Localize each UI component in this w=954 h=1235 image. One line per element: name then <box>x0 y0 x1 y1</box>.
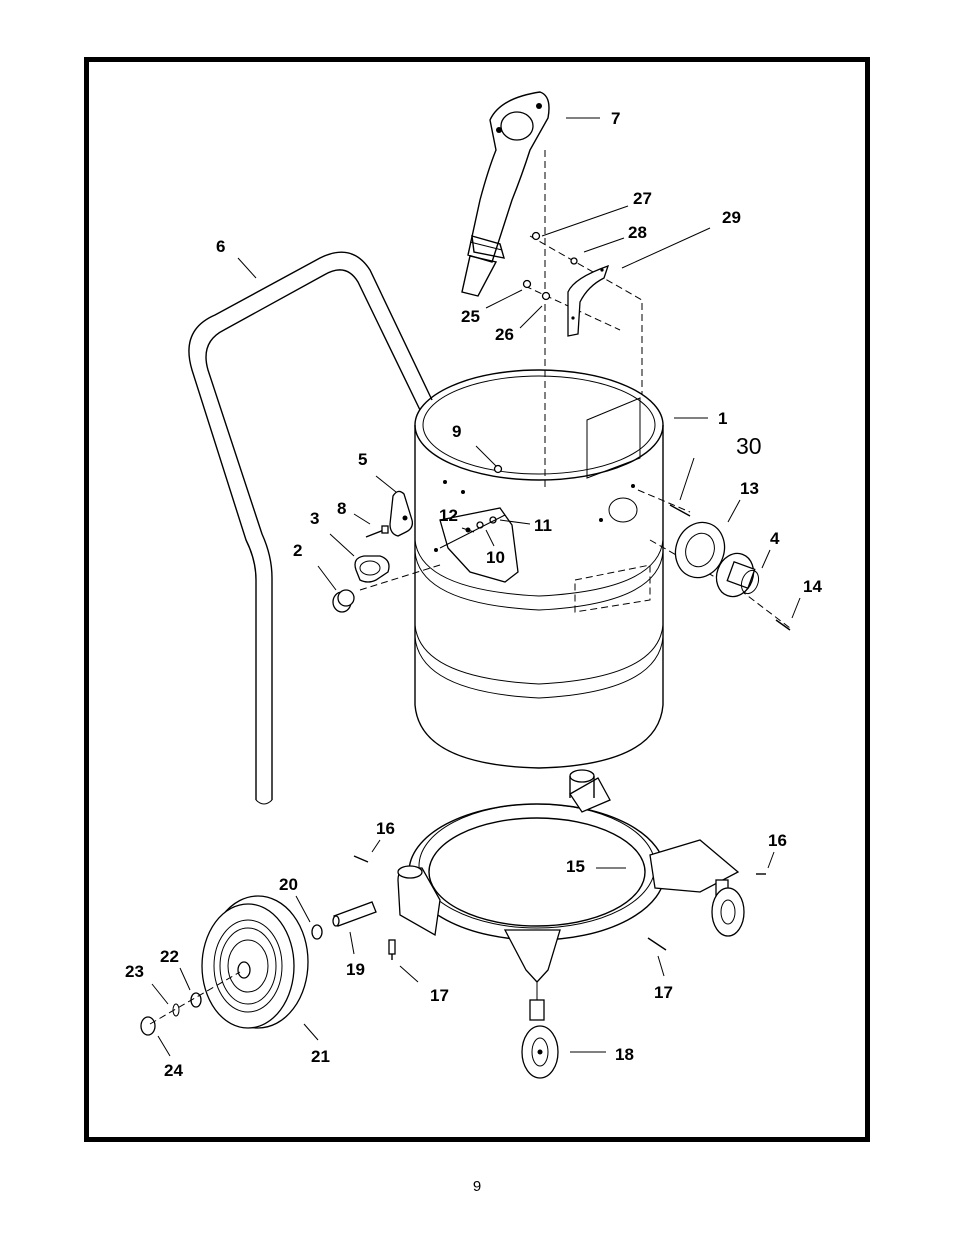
label-18: 18 <box>615 1045 634 1064</box>
label-6: 6 <box>216 237 225 256</box>
axle-part <box>332 901 377 927</box>
dolly-base-part <box>397 769 740 983</box>
label-27: 27 <box>633 189 652 208</box>
label-13: 13 <box>740 479 759 498</box>
connector-part <box>715 552 760 598</box>
label-21: 21 <box>311 1047 330 1066</box>
washer-20 <box>311 924 323 940</box>
label-4: 4 <box>770 529 780 548</box>
page-number: 9 <box>472 1178 482 1195</box>
label-17-left: 17 <box>430 986 449 1005</box>
label-7: 7 <box>611 109 620 128</box>
label-29: 29 <box>722 208 741 227</box>
nut-24 <box>140 1016 156 1036</box>
label-19: 19 <box>346 960 365 979</box>
label-20: 20 <box>279 875 298 894</box>
label-14: 14 <box>803 577 822 596</box>
label-1: 1 <box>718 409 727 428</box>
deflector-part <box>567 264 610 337</box>
ring-23 <box>172 1003 180 1017</box>
label-24: 24 <box>164 1061 183 1080</box>
hose-clamp-part <box>354 555 390 583</box>
label-5: 5 <box>358 450 367 469</box>
label-2: 2 <box>293 541 302 560</box>
label-16-left: 16 <box>376 819 395 838</box>
screw-14 <box>775 619 791 631</box>
handle-part <box>188 251 433 805</box>
leader-lines <box>151 117 801 1057</box>
label-17-right: 17 <box>654 983 673 1002</box>
diagram-frame <box>84 57 870 1142</box>
drum-part <box>414 369 664 769</box>
pin-17-right <box>647 937 667 951</box>
label-25: 25 <box>461 307 480 326</box>
label-16-right: 16 <box>768 831 787 850</box>
cap-part <box>332 589 355 613</box>
wheel-part <box>149 895 309 1029</box>
caster-right-part <box>711 879 745 937</box>
label-15: 15 <box>566 857 585 876</box>
label-28: 28 <box>628 223 647 242</box>
label-9: 9 <box>452 422 461 441</box>
inlet-elbow-part <box>461 91 550 297</box>
label-22: 22 <box>160 947 179 966</box>
label-8: 8 <box>337 499 346 518</box>
latch-part <box>389 490 414 537</box>
pin-16-left <box>353 855 369 863</box>
screw-30 <box>669 504 691 517</box>
caster-front-part <box>521 982 559 1079</box>
label-30: 30 <box>736 433 762 459</box>
label-11: 11 <box>534 516 552 535</box>
gasket-part <box>674 521 726 579</box>
hardware-fasteners <box>365 231 578 538</box>
label-12: 12 <box>439 506 458 525</box>
label-3: 3 <box>310 509 319 528</box>
float-bracket-part <box>434 507 519 583</box>
label-10: 10 <box>486 548 505 567</box>
label-26: 26 <box>495 325 514 344</box>
label-23: 23 <box>125 962 144 981</box>
callout-labels: 7 27 29 28 6 25 26 1 9 30 5 13 8 12 3 11… <box>125 109 822 1080</box>
